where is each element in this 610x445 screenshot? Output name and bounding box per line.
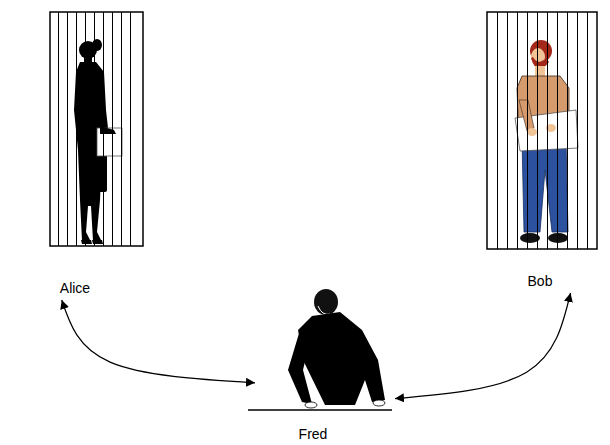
hand — [100, 126, 116, 134]
bar — [76, 12, 77, 246]
bar — [67, 12, 68, 246]
cell-ground — [487, 12, 597, 249]
desk-edge — [248, 409, 392, 411]
bar — [537, 12, 538, 249]
name-label: Fred — [299, 426, 328, 442]
face-line — [318, 306, 330, 314]
bar — [497, 12, 498, 249]
warden-label-area: Fred — [255, 288, 395, 445]
bar — [94, 12, 95, 246]
head — [314, 289, 338, 315]
bar — [587, 12, 588, 249]
name-label: Alice — [60, 280, 90, 296]
bar — [130, 12, 131, 246]
neck — [535, 66, 545, 76]
body — [298, 312, 385, 405]
alice-cell — [50, 12, 143, 246]
fred-figure — [248, 289, 392, 410]
double-arrow — [395, 293, 571, 399]
bob-cell — [487, 12, 597, 249]
bar — [58, 12, 59, 246]
bar — [103, 12, 104, 246]
prisoner-label-area: Bob — [485, 10, 599, 293]
cell-bars — [59, 12, 131, 246]
bar — [547, 12, 548, 249]
bar — [121, 12, 122, 246]
arm — [288, 330, 312, 404]
bar — [527, 12, 528, 249]
bar — [517, 12, 518, 249]
name-label: Bob — [528, 273, 553, 289]
prisoner-label-area: Alice — [48, 10, 146, 300]
cell-frame — [487, 12, 597, 249]
cell-bars — [498, 12, 588, 249]
hand — [305, 402, 317, 408]
jeans — [522, 140, 568, 232]
bar — [112, 12, 113, 246]
cell-ground — [50, 12, 143, 246]
double-arrow — [62, 300, 255, 383]
bar — [567, 12, 568, 249]
bar — [577, 12, 578, 249]
hand — [373, 400, 385, 406]
shoe — [81, 240, 92, 244]
arm — [519, 100, 534, 131]
cell-frame — [50, 12, 143, 246]
bar — [85, 12, 86, 246]
bar — [507, 12, 508, 249]
hair-bun — [92, 39, 102, 51]
bar — [557, 12, 558, 249]
bob-figure — [515, 40, 578, 243]
shoe — [92, 240, 103, 244]
hand — [527, 128, 537, 136]
